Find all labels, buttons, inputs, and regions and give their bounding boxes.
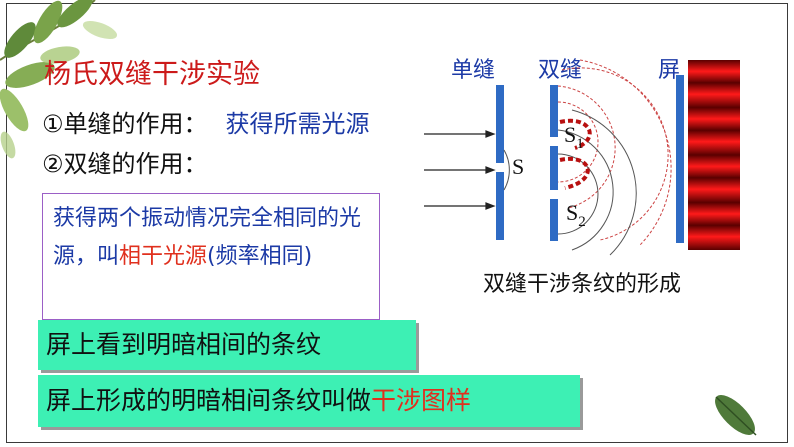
double-slit-label: 双缝 — [538, 58, 583, 83]
single-slit-role: ①单缝的作用： 获得所需光源 — [42, 104, 370, 139]
single-slit-barrier-top — [496, 85, 504, 163]
fringe-pattern — [688, 60, 740, 250]
double-slit-diagram: S S1 S2 — [424, 59, 740, 256]
interference-pattern-text: 屏上形成的明暗相间条纹叫做 — [46, 386, 372, 415]
diagram-caption: 双缝干涉条纹的形成 — [483, 272, 682, 297]
interference-pattern-bar: 屏上形成的明暗相间条纹叫做干涉图样 — [38, 375, 580, 427]
double-slit-role: ②双缝的作用： — [42, 144, 208, 179]
double-slit-role-label: ②双缝的作用： — [42, 150, 208, 178]
single-slit-label: 单缝 — [451, 58, 496, 83]
leaf-decoration-icon — [715, 395, 757, 436]
coherent-source-highlight: 相干光源 — [119, 244, 208, 269]
slide-title: 杨氏双缝干涉实验 — [44, 59, 260, 90]
interference-pattern-highlight: 干涉图样 — [371, 386, 472, 415]
single-slit-role-answer: 获得所需光源 — [225, 110, 370, 138]
wavefronts-single — [503, 149, 510, 191]
double-slit-barrier-top — [550, 85, 558, 137]
coherent-source-box: 获得两个振动情况完全相同的光源，叫相干光源(频率相同) — [42, 193, 380, 320]
double-slit-barrier-bottom — [550, 199, 558, 241]
fringe-observation-bar: 屏上看到明暗相间的条纹 — [38, 320, 416, 370]
coherent-source-text-b: (频率相同) — [207, 244, 313, 269]
screen-bar — [676, 75, 684, 243]
incident-light-arrows — [424, 130, 496, 210]
leaf-decoration-icon — [0, 0, 118, 159]
single-slit-role-label: ①单缝的作用： — [42, 110, 208, 138]
slide-frame — [6, 3, 788, 443]
double-slit-barrier-middle — [550, 146, 558, 190]
source-label: S — [512, 154, 524, 179]
wavefronts-s2 — [557, 109, 637, 256]
wavefronts-s1 — [557, 59, 672, 246]
single-slit-barrier-bottom — [496, 172, 504, 240]
coherent-source-text-a: 获得两个振动情况完全相同的光源，叫 — [53, 206, 362, 269]
screen-label: 屏 — [658, 58, 681, 83]
s2-label: S2 — [566, 200, 586, 230]
s1-label: S1 — [564, 122, 584, 152]
first-wavefronts — [559, 118, 592, 190]
